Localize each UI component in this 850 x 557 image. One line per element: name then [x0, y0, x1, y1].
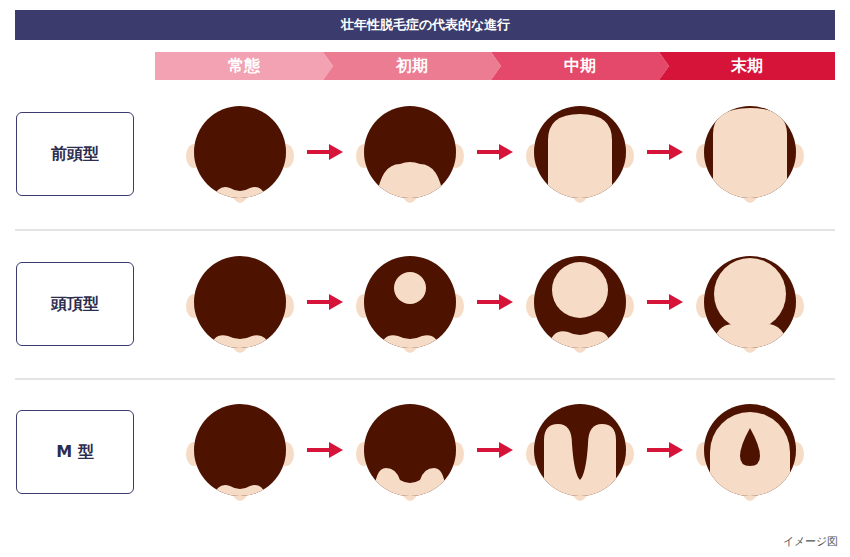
stage-band: 初期 — [323, 52, 501, 80]
head — [696, 256, 804, 353]
type-label: M 型 — [56, 442, 94, 463]
chevron — [659, 52, 835, 80]
title-bar: 壮年性脱毛症の代表的な進行 — [15, 10, 835, 40]
type-box: 前頭型 — [16, 112, 134, 196]
progress-arrows — [307, 144, 683, 458]
separator — [15, 230, 835, 231]
head — [186, 404, 294, 501]
stage-band: 中期 — [491, 52, 669, 80]
head — [526, 106, 634, 203]
chevron — [491, 52, 669, 80]
caption-box: イメージ図 — [783, 534, 838, 549]
separator — [15, 379, 835, 380]
type-label: 頭頂型 — [51, 294, 99, 315]
head — [186, 106, 294, 203]
stage-band: 末期 — [659, 52, 835, 80]
stage-band: 常態 — [155, 52, 333, 80]
head — [186, 256, 294, 353]
chevron — [323, 52, 501, 80]
type-box: M 型 — [16, 410, 134, 494]
chevron — [155, 52, 333, 80]
stage-label: 中期 — [564, 56, 596, 77]
head — [356, 256, 464, 353]
caption: イメージ図 — [783, 535, 838, 548]
head — [356, 106, 464, 203]
stage-label: 末期 — [731, 56, 763, 77]
title-text: 壮年性脱毛症の代表的な進行 — [341, 16, 510, 34]
head — [356, 404, 464, 501]
head — [526, 256, 634, 353]
type-box: 頭頂型 — [16, 262, 134, 346]
head — [696, 404, 804, 502]
type-label: 前頭型 — [51, 144, 99, 165]
stage-label: 常態 — [228, 56, 260, 77]
head — [526, 404, 634, 501]
stage-label: 初期 — [396, 56, 428, 77]
head — [696, 106, 804, 203]
